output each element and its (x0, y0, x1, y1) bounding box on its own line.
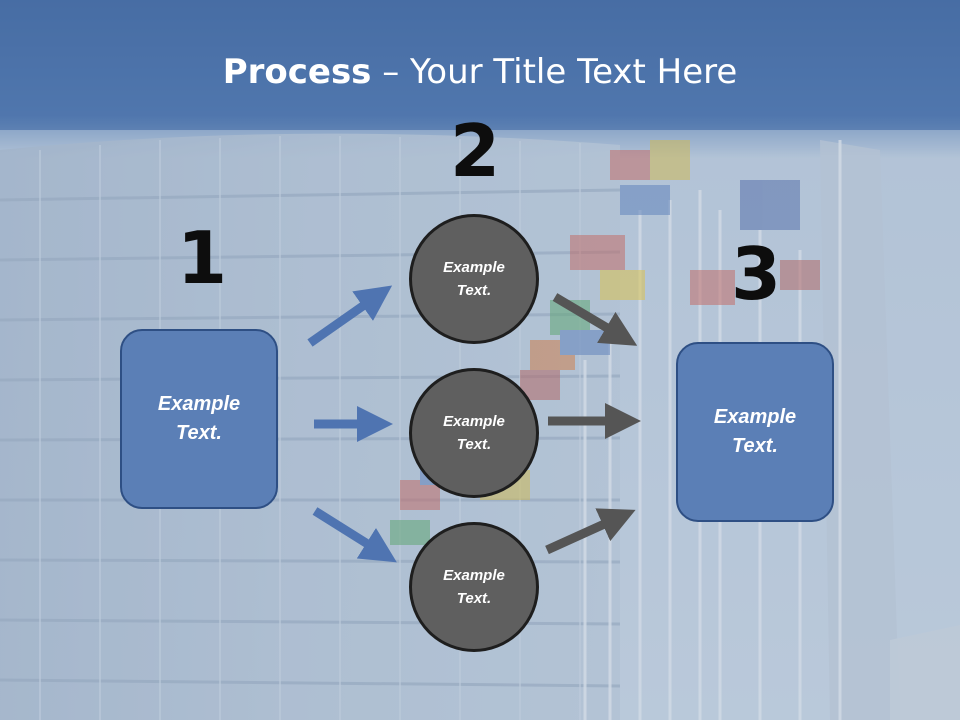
circle-line-1: Example (443, 567, 505, 584)
arrow-down-gray (552, 293, 638, 346)
step-3-box: Example Text. (676, 342, 834, 522)
arrow-up-blue (307, 285, 393, 347)
step-2-circle-top: Example Text. (409, 214, 539, 344)
arrow-up-gray (545, 508, 636, 555)
step-number-3: 3 (731, 232, 782, 316)
step-2-circle-bottom: Example Text. (409, 522, 539, 652)
slide-title: Process – Your Title Text Here (0, 52, 960, 92)
title-bold: Process (222, 52, 372, 92)
step-1-box: Example Text. (120, 329, 278, 509)
circle-line-1: Example (443, 413, 505, 430)
step-number-1: 1 (177, 216, 228, 300)
box-line-2: Text. (732, 435, 778, 457)
step-number-2: 2 (450, 109, 501, 193)
box-line-1: Example (713, 406, 797, 428)
box-line-2: Text. (176, 422, 222, 444)
arrow-down-blue (312, 507, 397, 563)
circle-line-1: Example (443, 259, 505, 276)
title-rest: – Your Title Text Here (371, 52, 738, 92)
circle-line-2: Text. (456, 436, 492, 453)
step-2-circle-middle: Example Text. (409, 368, 539, 498)
circle-line-2: Text. (456, 590, 492, 607)
box-line-1: Example (157, 393, 241, 415)
circle-line-2: Text. (456, 282, 492, 299)
